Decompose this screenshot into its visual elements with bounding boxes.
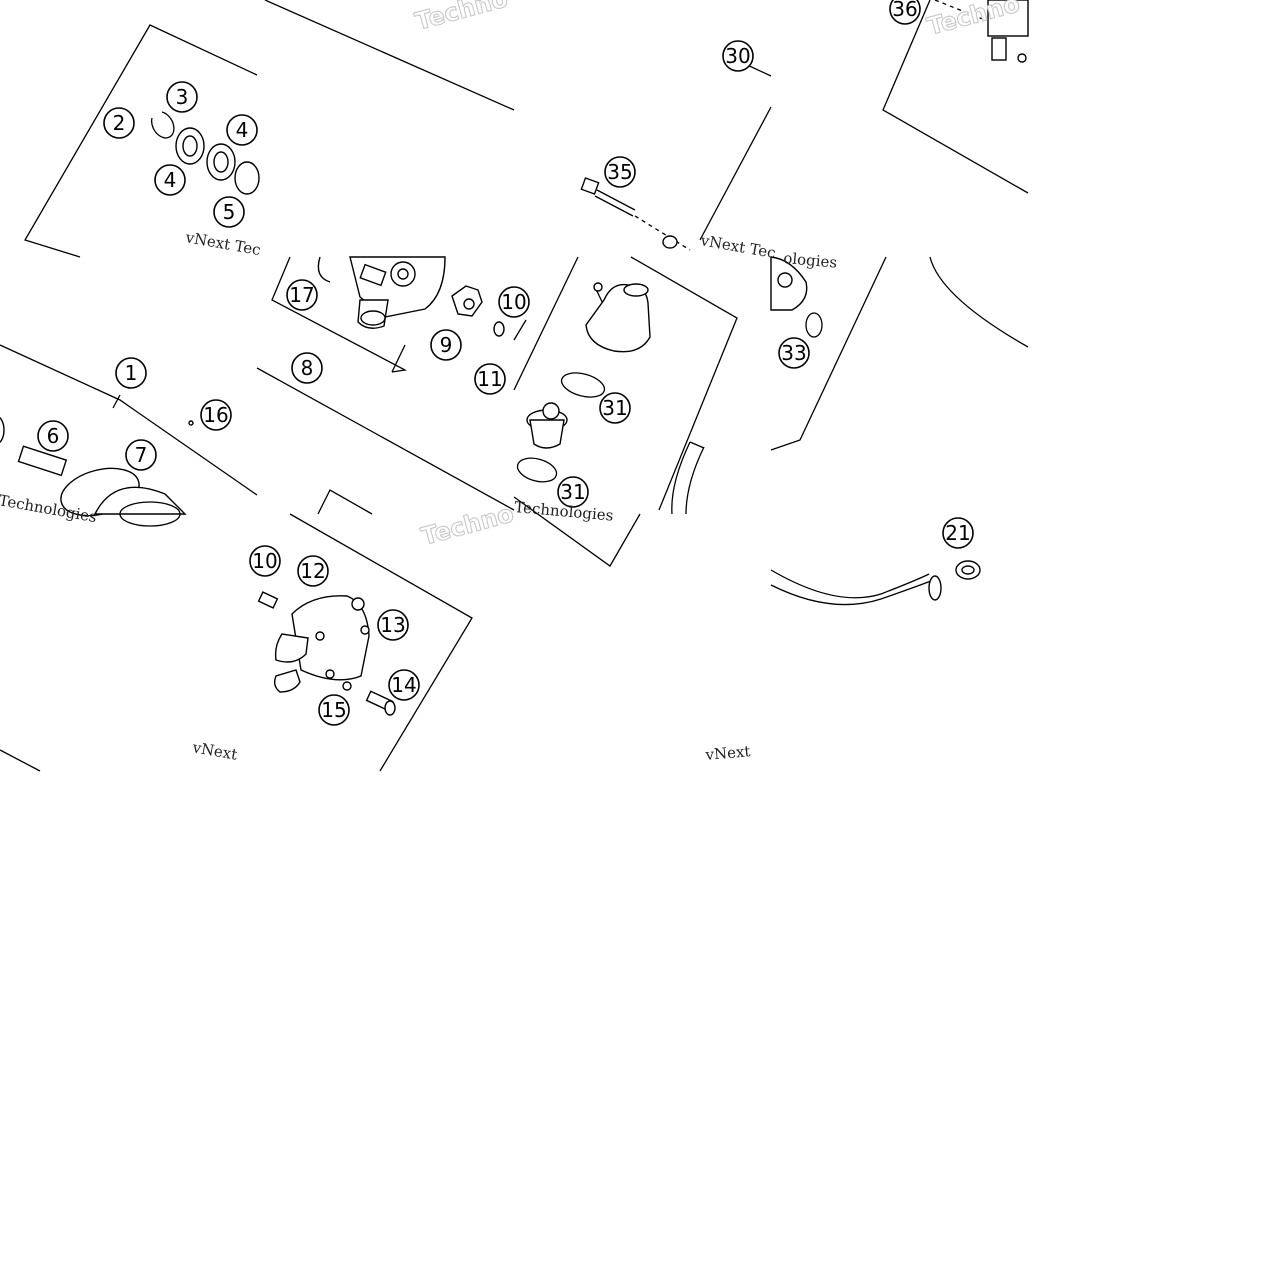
svg-text:13: 13 — [380, 613, 405, 637]
svg-text:10: 10 — [501, 290, 526, 314]
svg-text:6: 6 — [47, 424, 60, 448]
callout-4-bottom: 4 — [154, 164, 186, 196]
svg-text:8: 8 — [301, 356, 314, 380]
svg-text:1: 1 — [125, 361, 138, 385]
watermark-vnext-bottom-left: vNext — [190, 738, 238, 764]
screw-part — [342, 681, 396, 716]
watermark-ologies: ologies — [783, 249, 838, 272]
shaft-part — [0, 416, 68, 477]
watermark-techno-mid: Techno — [418, 499, 516, 550]
svg-text:35: 35 — [607, 160, 632, 184]
svg-text:5: 5 — [223, 200, 236, 224]
water-pump-cover-part — [257, 591, 370, 693]
callout-17: 17 — [286, 279, 318, 311]
svg-text:15: 15 — [321, 698, 346, 722]
callout-1: 1 — [115, 357, 147, 389]
callout-15: 15 — [318, 694, 350, 726]
impeller-part — [451, 285, 505, 337]
frame-panel-top — [264, 0, 515, 111]
svg-text:4: 4 — [164, 168, 177, 192]
callout-21: 21 — [942, 517, 974, 549]
callout-7: 7 — [125, 439, 157, 471]
callout-35: 35 — [604, 156, 636, 188]
hose-part — [671, 441, 705, 515]
thermostat-part — [516, 402, 568, 483]
frame-panel-right-top — [699, 0, 1029, 241]
circlip-part — [150, 111, 175, 139]
svg-text:3: 3 — [176, 85, 189, 109]
callout-16: 16 — [200, 399, 232, 431]
svg-text:11: 11 — [477, 367, 502, 391]
svg-text:31: 31 — [602, 396, 627, 420]
frame-panel-pump — [256, 256, 527, 511]
callout-14: 14 — [388, 669, 420, 701]
callout-9: 9 — [430, 329, 462, 361]
svg-text:2: 2 — [113, 111, 126, 135]
callout-4-top: 4 — [226, 114, 258, 146]
frame-panel-thermostat — [513, 256, 738, 567]
frame-panel-bearing — [24, 24, 258, 258]
callout-3: 3 — [166, 81, 198, 113]
watermark-vnext-tec: vNext Tec — [183, 228, 262, 259]
callout-10-bottom: 10 — [249, 545, 281, 577]
callout-30: 30 — [722, 40, 754, 72]
pump-cover-part — [317, 256, 446, 329]
callout-12: 12 — [297, 555, 329, 587]
callout-13: 13 — [377, 609, 409, 641]
svg-text:9: 9 — [440, 333, 453, 357]
svg-text:21: 21 — [945, 521, 970, 545]
callout-11: 11 — [474, 363, 506, 395]
seal-part — [60, 467, 187, 527]
svg-text:36: 36 — [892, 0, 917, 21]
svg-text:16: 16 — [203, 403, 228, 427]
svg-text:31: 31 — [560, 480, 585, 504]
svg-text:33: 33 — [781, 341, 806, 365]
svg-text:17: 17 — [289, 283, 314, 307]
frame-panel-left-bottom — [0, 749, 41, 772]
callout-6: 6 — [37, 420, 69, 452]
frame-panel-left-mid — [0, 344, 258, 496]
callout-2: 2 — [103, 107, 135, 139]
oring-small-part — [188, 420, 194, 426]
callout-36: 36 — [889, 0, 921, 25]
callout-8: 8 — [291, 352, 323, 384]
svg-text:4: 4 — [236, 118, 249, 142]
watermark-techno-top: Techno — [412, 0, 510, 36]
bearing-part — [175, 127, 260, 195]
frame-panel-cover — [289, 489, 473, 772]
callout-10-top: 10 — [498, 286, 530, 318]
frame-panel-right-mid — [770, 256, 1029, 451]
pump-housing-part — [934, 0, 1029, 63]
watermark-vnext-bottom-mid: vNext — [704, 742, 751, 764]
svg-text:14: 14 — [391, 673, 416, 697]
hose-clamp-part — [955, 560, 981, 580]
callout-5: 5 — [213, 196, 245, 228]
callout-31-top: 31 — [599, 392, 631, 424]
thermostat-housing-part — [560, 282, 651, 398]
callout-33: 33 — [778, 337, 810, 369]
callout-31-bottom: 31 — [557, 476, 589, 508]
svg-text:12: 12 — [300, 559, 325, 583]
watermark-technologies-mid: Technologies — [514, 498, 614, 525]
radiator-hose-part — [770, 569, 942, 606]
svg-text:30: 30 — [725, 44, 750, 68]
svg-text:10: 10 — [252, 549, 277, 573]
svg-text:7: 7 — [135, 443, 148, 467]
pump-body-right-part — [770, 256, 823, 338]
watermark-vnext-tec-right: vNext Tec — [698, 231, 777, 262]
bolt-part — [580, 177, 691, 251]
